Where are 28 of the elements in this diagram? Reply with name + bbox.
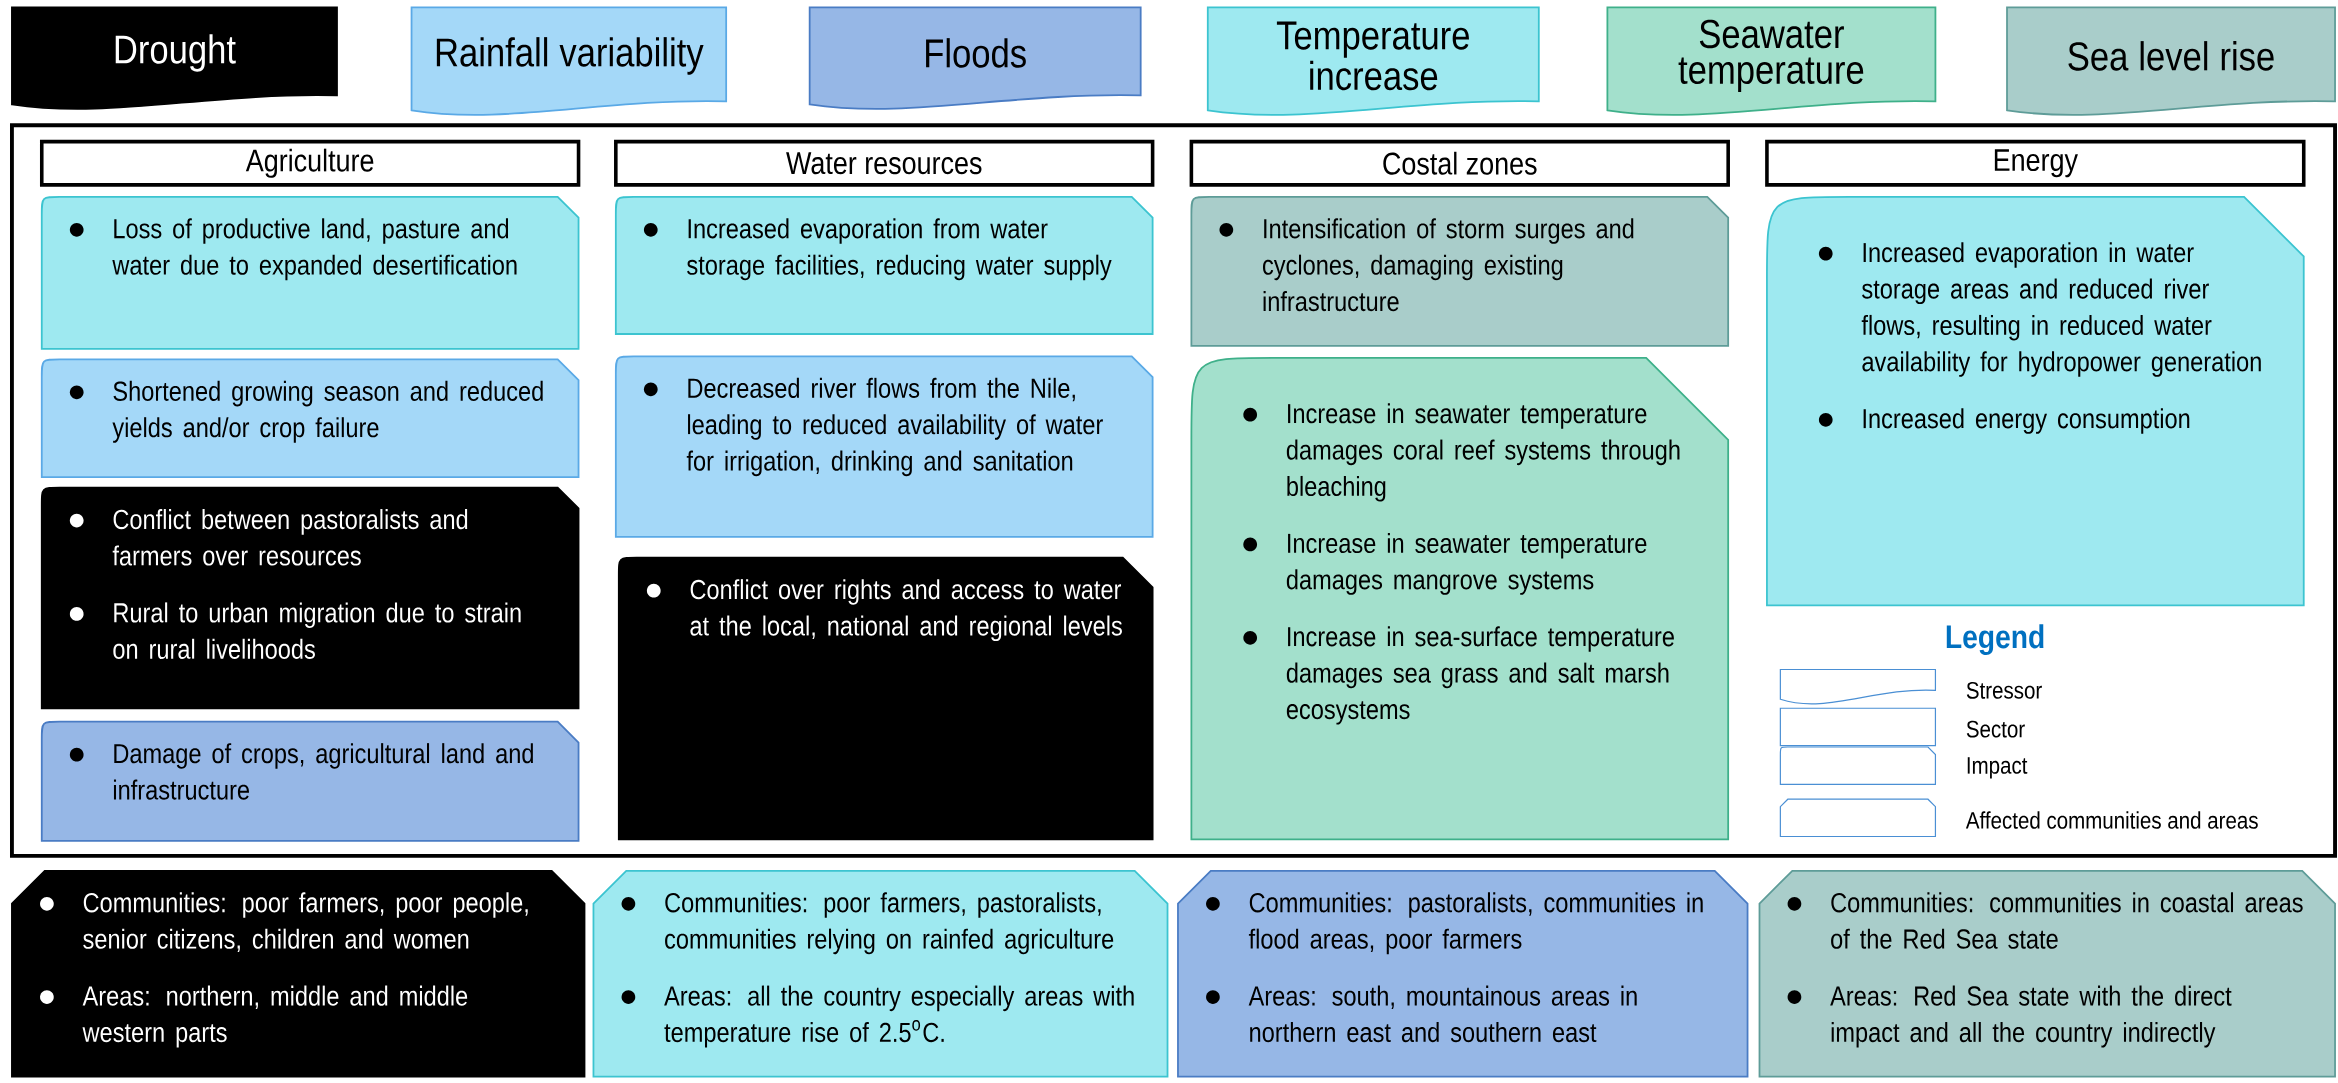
sector-box: Water resources — [614, 140, 1155, 187]
impact-box: Loss of productive land, pasture and water due to expanded desertification — [40, 196, 580, 351]
legend-label: Stressor — [1966, 682, 2042, 700]
legend-label: Sector — [1966, 720, 2025, 738]
sector-box: Agriculture — [39, 140, 581, 187]
stressor-box: Seawater temperature — [1606, 6, 1937, 116]
community-box: Communities: communities in coastal areas of the Red Sea state Areas: Red Sea state with the direct impact and all the country indirectly — [1758, 870, 2336, 1078]
legend-label: Affected communities and areas — [1965, 811, 2258, 830]
impact-box: Intensification of storm surges and cyclones, damaging existing infrastructure — [1190, 196, 1730, 348]
community-box: Communities: pastoralists, communities in flood areas, poor farmers Areas: south, mountainous areas in northern east and southern east — [1177, 870, 1749, 1078]
community-box: Communities: poor farmers, poor people, senior citizens, children and women Areas: northern, middle and middle western parts — [11, 870, 586, 1078]
stressor-box: Sea level rise — [2006, 6, 2336, 116]
stressor-box: Floods — [808, 6, 1142, 110]
impact-box: Conflict over rights and access to water at the local, national and regional levels — [617, 557, 1154, 841]
stressor-box: Drought — [11, 6, 338, 110]
sector-box: Costal zones — [1189, 140, 1730, 187]
community-box: Communities: poor farmers, pastoralists, communities relying on rainfed agriculture Areas: all the country especially areas with temperature rise of 2.5$^{o}$C. — [592, 870, 1169, 1078]
impact-box: Conflict between pastoralists and farmers over resources Rural to urban migration due to strain on rural livelihoods — [40, 486, 580, 710]
stressor-box: Rainfall variability — [410, 6, 728, 116]
impact-box: Increased evaporation from water storage facilities, reducing water supply — [614, 196, 1154, 336]
impact-box: Shortened growing season and reduced yields and/or crop failure — [40, 358, 580, 479]
impact-box: Damage of crops, agricultural land and infrastructure — [40, 721, 580, 843]
impact-box: Increase in seawater temperature damages coral reef systems through bleaching Increase in seawater temperature damages mangrove systems Increase in sea-surface temperature damages sea grass and salt marsh ecosystems — [1190, 357, 1730, 841]
impact-box: Decreased river flows from the Nile, leading to reduced availability of water for irrigation, drinking and sanitation — [614, 355, 1154, 538]
impact-box: Increased evaporation in water storage areas and reduced river flows, resulting in reduced water availability for hydropower generation Increased energy consumption — [1766, 196, 2305, 607]
sector-box: Energy — [1765, 140, 2306, 187]
stressor-box: Temperature increase — [1206, 6, 1540, 116]
legend-label: Impact — [1967, 757, 2028, 779]
